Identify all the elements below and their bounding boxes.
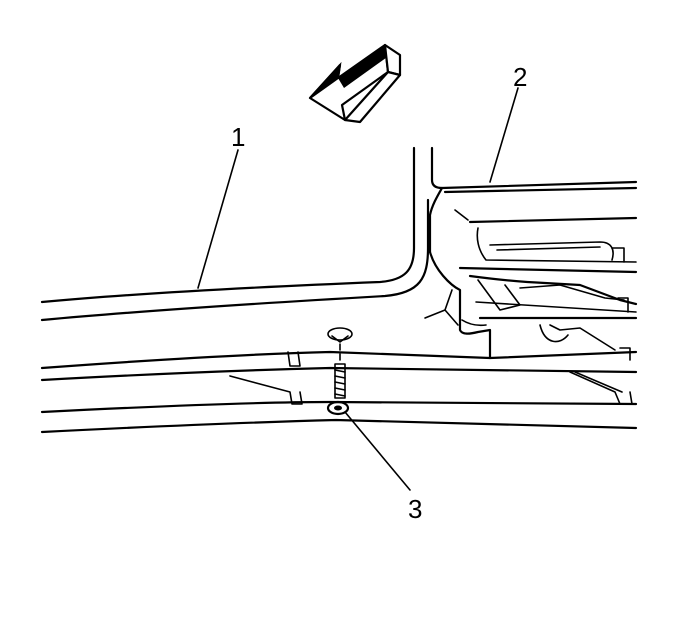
direction-arrow-icon [308,43,402,124]
leader-line-1 [197,149,239,289]
fastener-part-3 [326,327,353,416]
callout-3: 3 [408,494,422,524]
pillar-part-2 [424,146,638,361]
panel-part-1 [40,146,430,322]
leader-line-3 [344,411,411,491]
leader-line-2 [489,87,519,183]
lower-rails [40,350,638,434]
callout-1: 1 [231,122,245,152]
callout-2: 2 [513,62,527,92]
